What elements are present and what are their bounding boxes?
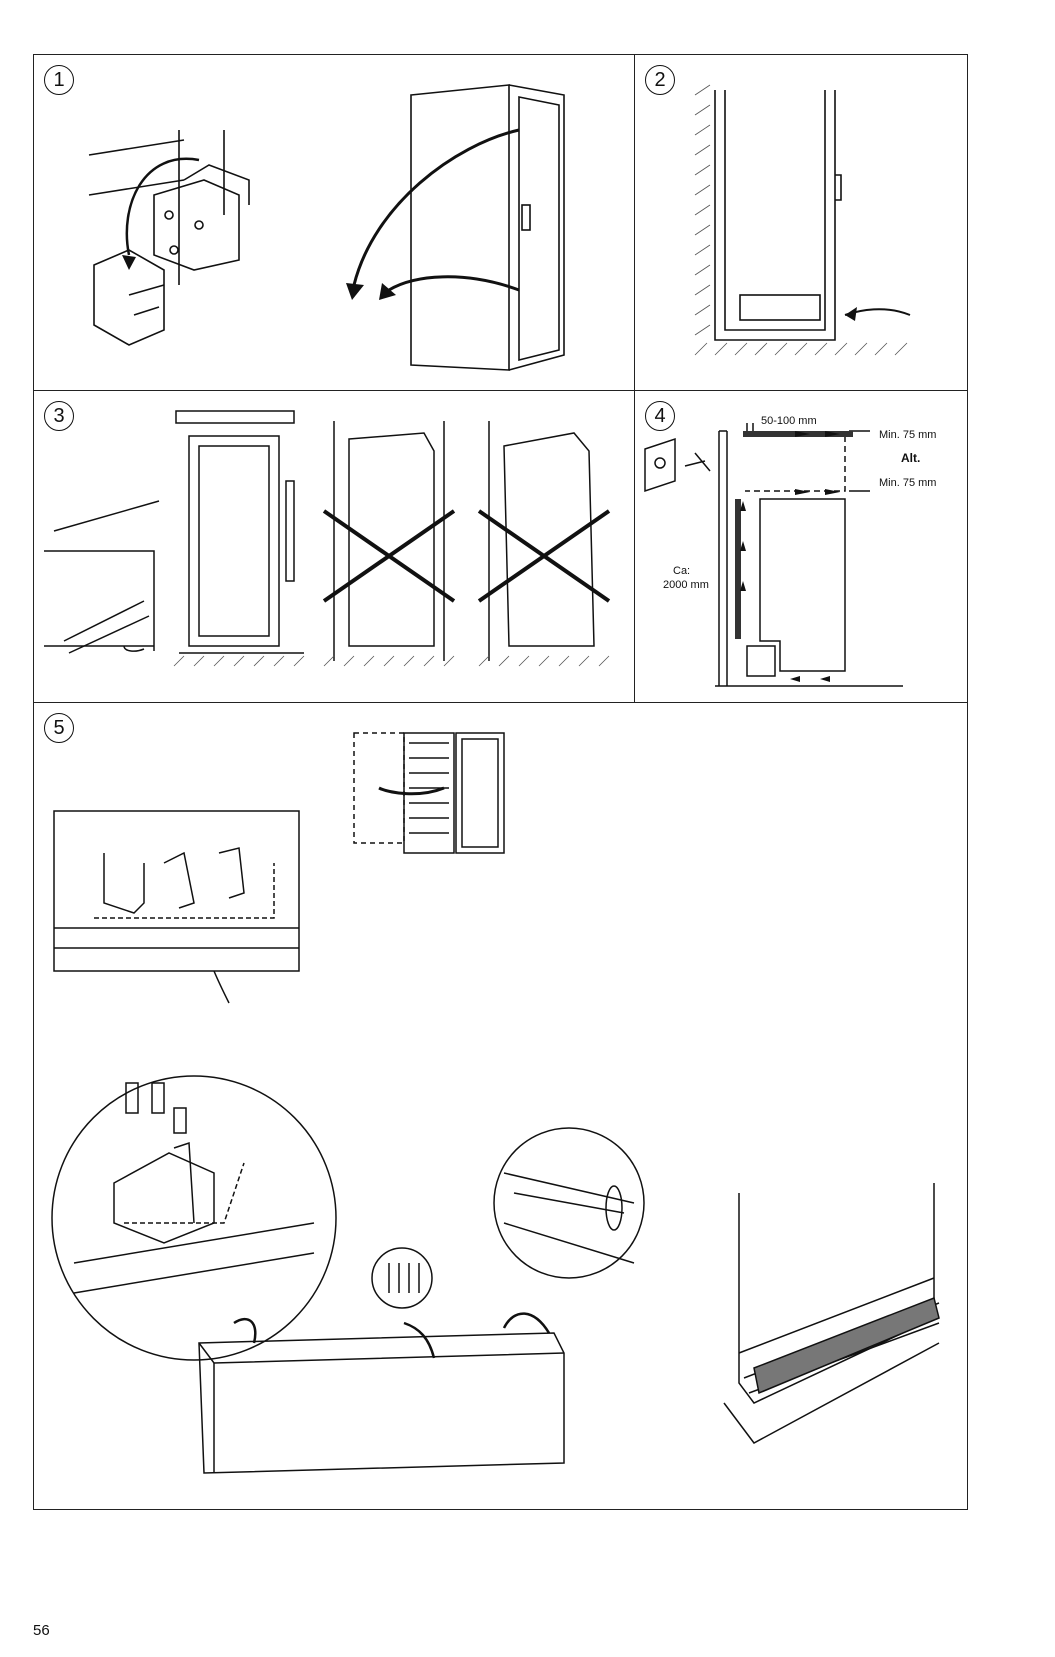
step-3-panel: 3 [33, 390, 635, 703]
alt-label: Alt. [901, 451, 920, 465]
height-label-mm: 2000 mm [663, 579, 709, 591]
height-label-ca: Ca: [673, 565, 690, 577]
page-number: 56 [33, 1622, 50, 1639]
door-reversal-illustration [34, 703, 967, 1509]
step-4-panel: 4 50-100 mm Min. 75 mm Alt. Min. 75 mm C… [634, 390, 968, 703]
step-1-panel: 1 [33, 54, 635, 391]
step-5-panel: 5 [33, 702, 968, 1510]
bottom-min-label: Min. 75 mm [879, 477, 936, 489]
top-min-label: Min. 75 mm [879, 429, 936, 441]
wall-distance-illustration [635, 55, 967, 390]
levelling-illustration [34, 391, 634, 702]
hinge-cover-removal-illustration [34, 55, 634, 390]
step-2-panel: 2 [634, 54, 968, 391]
side-gap-label: 50-100 mm [761, 415, 817, 427]
